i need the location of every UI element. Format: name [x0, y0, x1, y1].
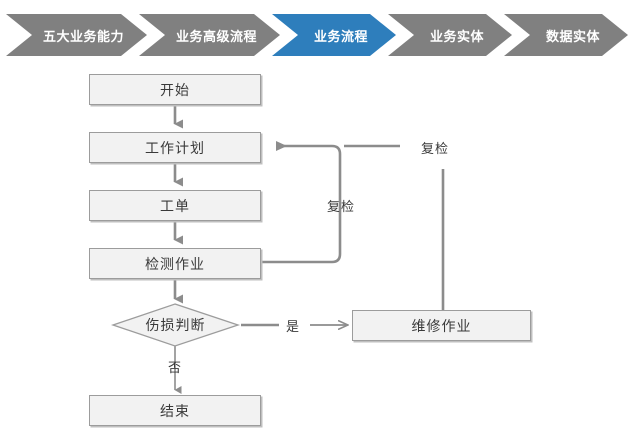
- breadcrumb: 五大业务能力 业务高级流程 业务流程 业务实体 数据实体: [0, 14, 634, 56]
- node-work-order[interactable]: 工单: [89, 190, 261, 221]
- edge-label-reinspect-outer: 复检: [420, 140, 449, 156]
- node-inspection-task[interactable]: 检测作业: [89, 248, 261, 279]
- node-end-label: 结束: [160, 402, 190, 419]
- edge-label-no: 否: [167, 359, 182, 375]
- breadcrumb-item-2-label: 业务高级流程: [175, 28, 257, 44]
- node-repair-task[interactable]: 维修作业: [352, 310, 531, 341]
- node-inspection-task-label: 检测作业: [145, 255, 205, 272]
- edge-label-reinspect-inner: 复检: [326, 198, 355, 214]
- edge-label-yes: 是: [285, 318, 300, 334]
- breadcrumb-item-3[interactable]: 业务流程: [272, 14, 396, 56]
- decision-damage-judgement-label: 伤损判断: [145, 317, 206, 333]
- node-work-plan[interactable]: 工作计划: [89, 132, 261, 163]
- breadcrumb-item-1[interactable]: 五大业务能力: [6, 14, 147, 56]
- breadcrumb-item-3-label: 业务流程: [313, 28, 368, 44]
- breadcrumb-item-5-label: 数据实体: [545, 28, 600, 44]
- breadcrumb-item-4-label: 业务实体: [429, 28, 484, 44]
- breadcrumb-item-5[interactable]: 数据实体: [504, 14, 628, 56]
- node-start[interactable]: 开始: [89, 74, 261, 105]
- node-end[interactable]: 结束: [89, 395, 261, 426]
- breadcrumb-item-1-label: 五大业务能力: [42, 28, 124, 44]
- breadcrumb-item-4[interactable]: 业务实体: [388, 14, 512, 56]
- node-start-label: 开始: [160, 81, 190, 98]
- node-repair-task-label: 维修作业: [411, 317, 472, 334]
- node-work-plan-label: 工作计划: [145, 139, 205, 156]
- node-work-order-label: 工单: [160, 197, 190, 214]
- breadcrumb-item-2[interactable]: 业务高级流程: [139, 14, 280, 56]
